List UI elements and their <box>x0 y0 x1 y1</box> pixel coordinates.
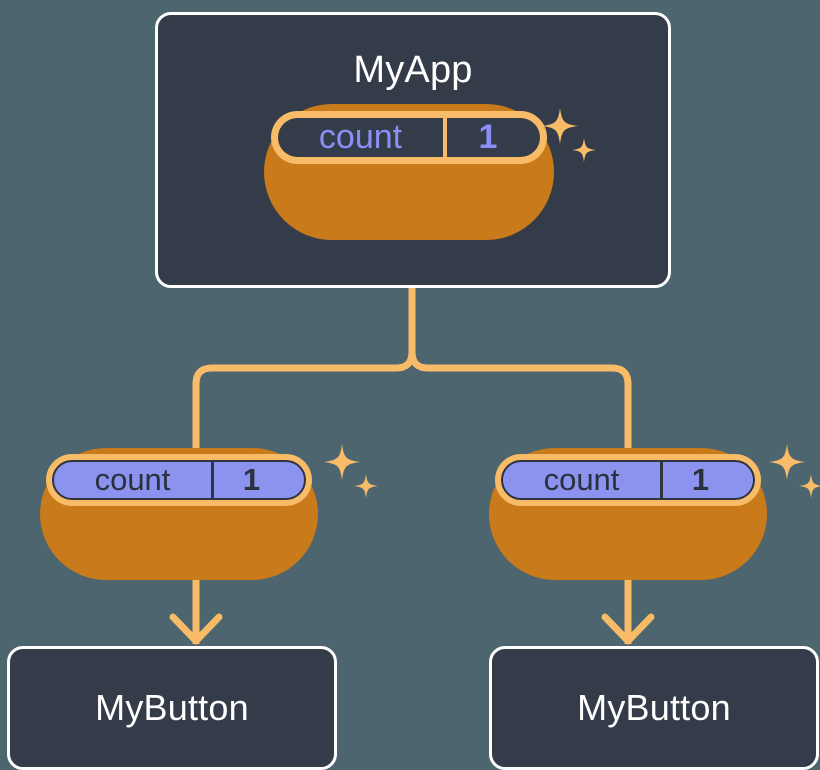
card-title-myapp: MyApp <box>353 49 473 91</box>
connector-arrow-right-head <box>601 613 655 645</box>
state-pill-divider <box>443 118 447 157</box>
state-pill-inner-ring: count 1 <box>495 454 761 506</box>
state-pill-branch-left[interactable]: count 1 <box>40 448 318 580</box>
state-pill-core: count 1 <box>52 460 306 500</box>
connector-arrow-left-head <box>169 613 223 645</box>
card-title-mybutton: MyButton <box>95 687 249 728</box>
state-value: 1 <box>478 118 498 156</box>
state-value: 1 <box>242 462 261 497</box>
state-name: count <box>318 118 403 156</box>
connector-branch-right <box>408 348 632 452</box>
state-pill-core: count 1 <box>278 118 540 157</box>
state-pill-inner-ring: count 1 <box>271 111 547 164</box>
connector-branch-left <box>192 348 416 452</box>
state-value: 1 <box>691 462 710 497</box>
state-pill-root[interactable]: count 1 <box>264 104 554 240</box>
state-pill-outer-ring: count 1 <box>264 104 554 240</box>
node-card-mybutton-left[interactable]: MyButton <box>7 646 337 770</box>
state-pill-divider <box>211 462 214 498</box>
state-pill-core: count 1 <box>501 460 755 500</box>
card-title-mybutton: MyButton <box>577 687 731 728</box>
state-pill-branch-right[interactable]: count 1 <box>489 448 767 580</box>
state-pill-outer-ring: count 1 <box>489 448 767 580</box>
state-name: count <box>543 462 620 497</box>
state-pill-outer-ring: count 1 <box>40 448 318 580</box>
sparkles-icon <box>324 444 378 498</box>
state-name: count <box>94 462 171 497</box>
node-card-mybutton-right[interactable]: MyButton <box>489 646 819 770</box>
state-pill-inner-ring: count 1 <box>46 454 312 506</box>
state-pill-divider <box>660 462 663 498</box>
sparkles-icon <box>769 444 820 498</box>
